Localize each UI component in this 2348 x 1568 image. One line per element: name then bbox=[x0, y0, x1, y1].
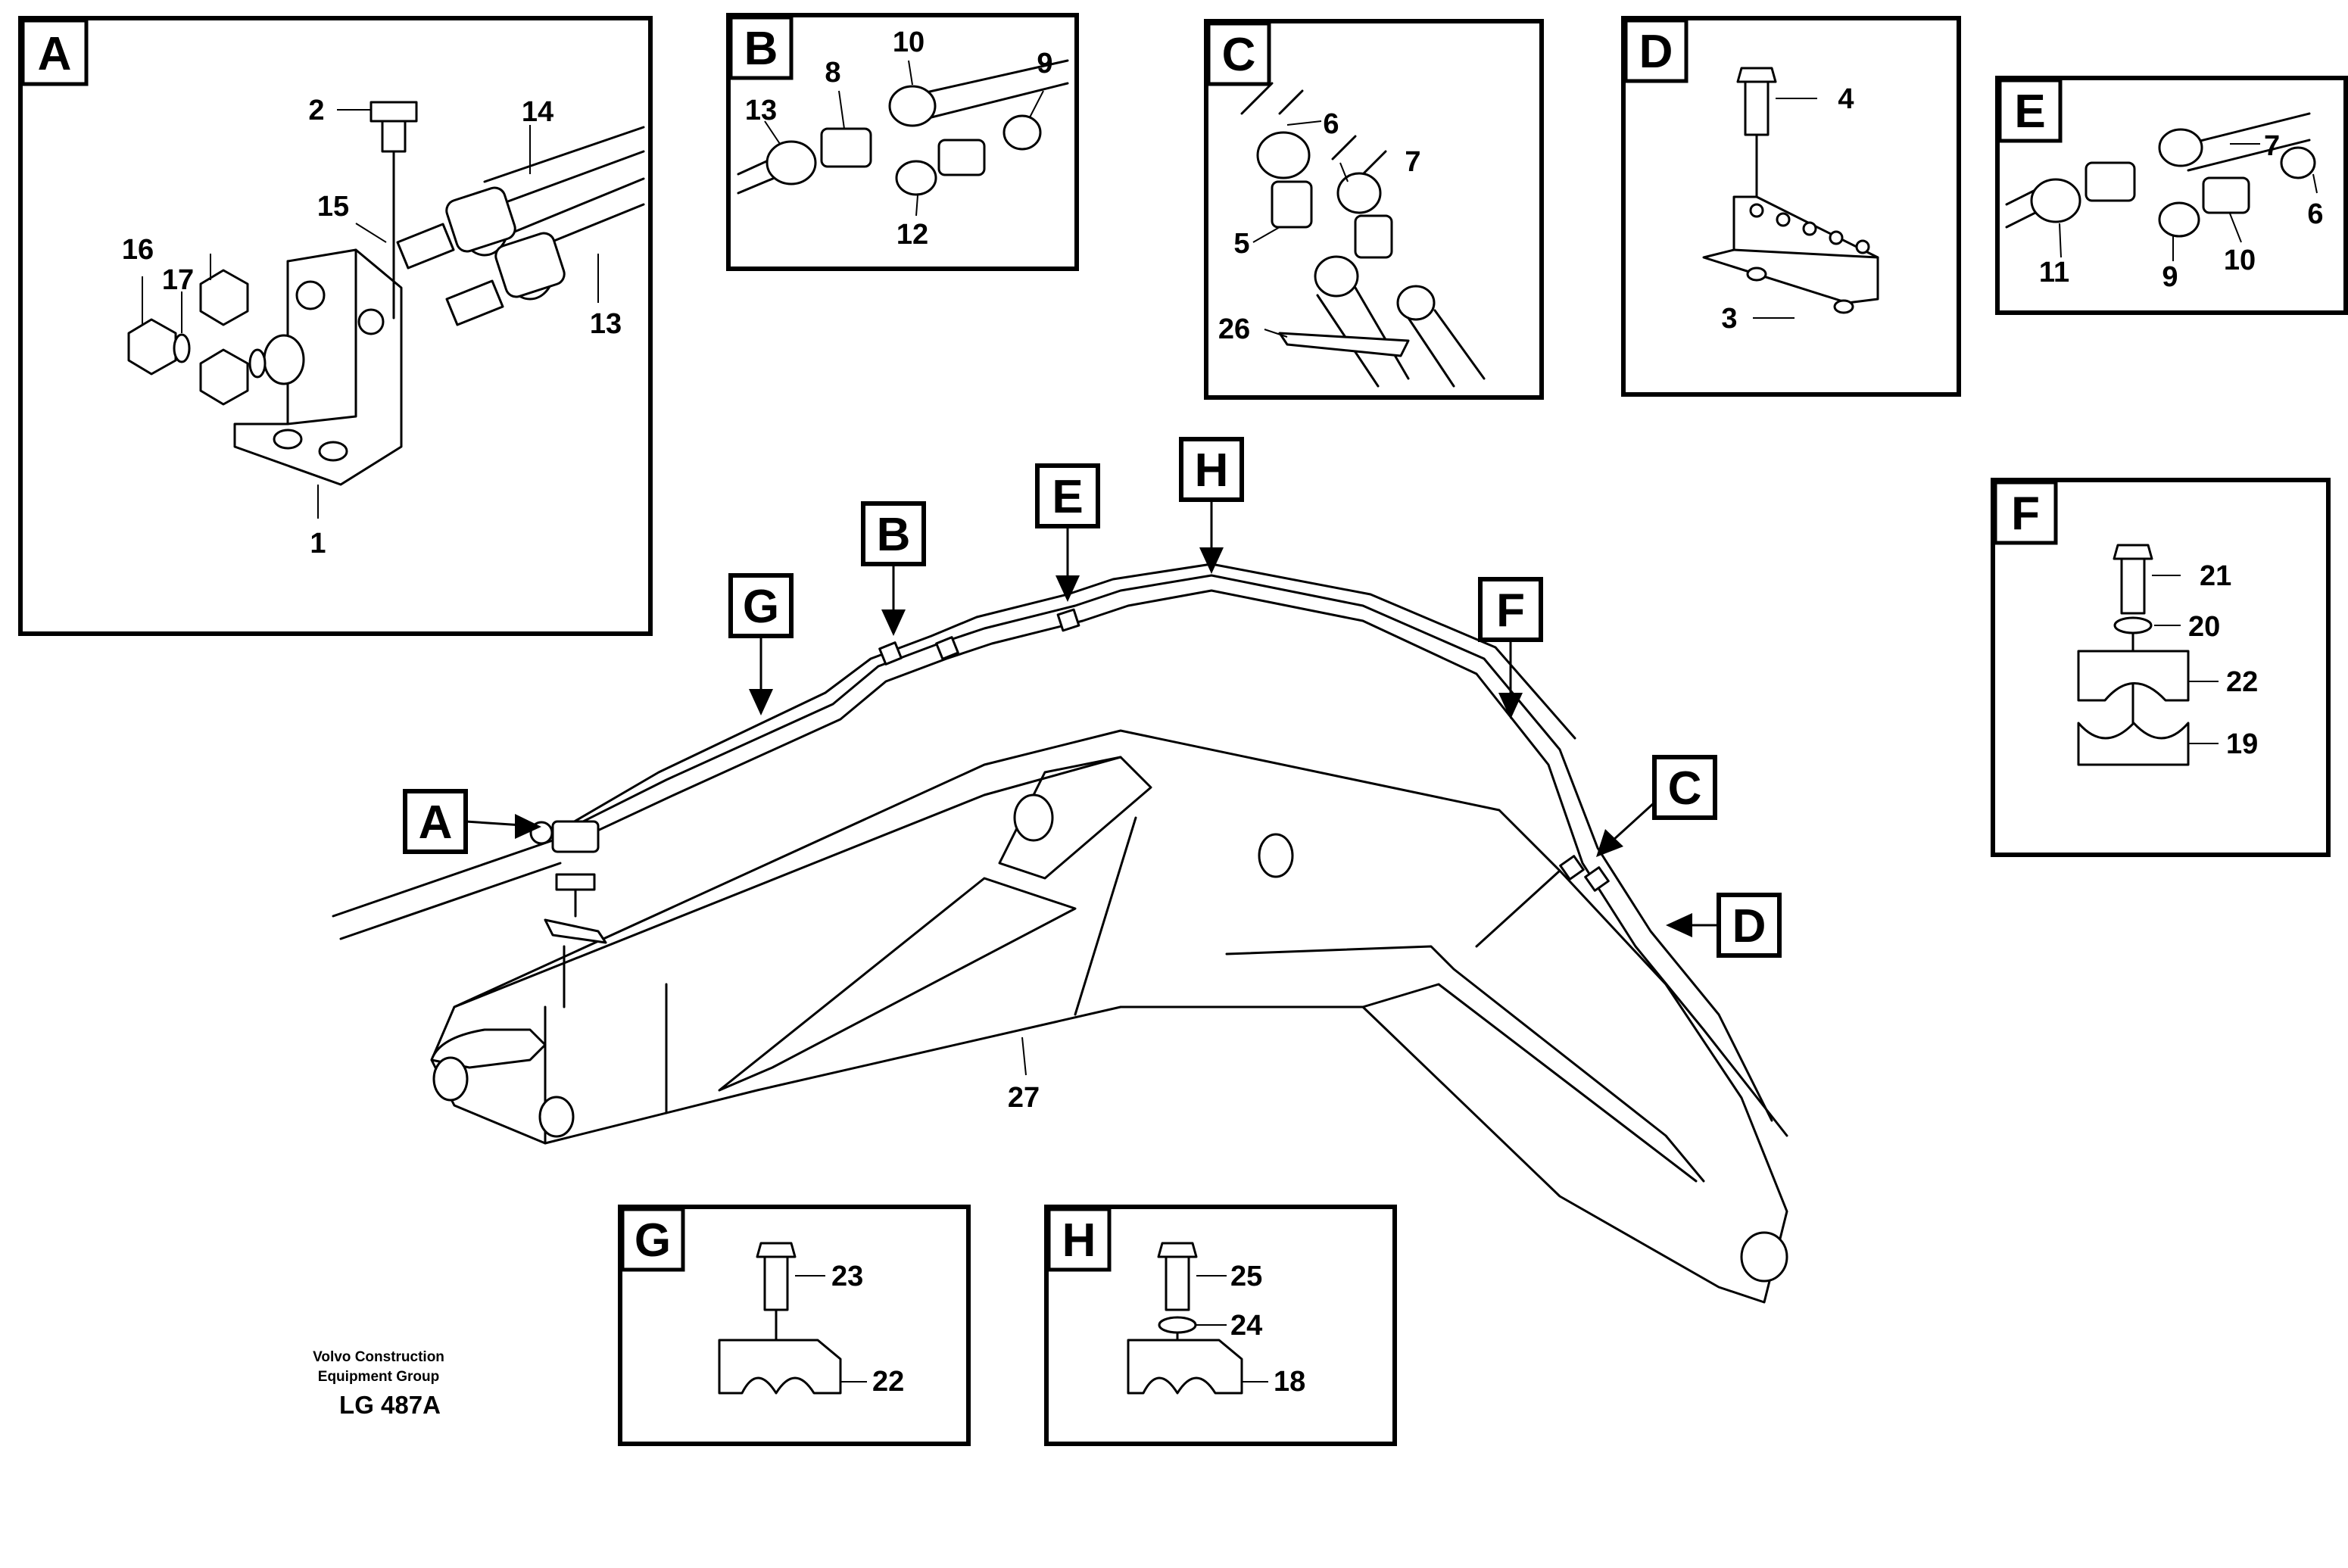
main-callout-b: B bbox=[861, 501, 926, 636]
callout-a-16: 17 bbox=[162, 264, 194, 296]
callout-letter: F bbox=[1496, 584, 1525, 637]
callout-d-4: 4 bbox=[1838, 83, 1854, 115]
callout-a-1: 1 bbox=[310, 528, 326, 560]
callout-a-12: 13 bbox=[590, 308, 622, 340]
callout-letter: D bbox=[1732, 900, 1766, 952]
detail-panel-g: G 23 22 bbox=[618, 1205, 971, 1446]
callout-a-14: 15 bbox=[317, 191, 349, 223]
panel-letter-b: B bbox=[744, 23, 778, 75]
callout-f-21: 21 bbox=[2200, 560, 2231, 592]
callout-c-7: 7 bbox=[1405, 146, 1420, 178]
detail-panel-d: D 4 3 bbox=[1621, 16, 1961, 397]
main-callout-h: H bbox=[1179, 437, 1244, 574]
detail-panel-f: F 21 20 22 19 bbox=[1991, 478, 2331, 857]
callout-letter: H bbox=[1195, 444, 1229, 497]
panel-letter-a: A bbox=[38, 28, 72, 80]
callout-letter: G bbox=[743, 581, 779, 633]
drawing-code: LG 487A bbox=[339, 1391, 441, 1419]
callout-h-24: 24 bbox=[1230, 1310, 1262, 1342]
callout-main-27: 27 bbox=[1008, 1082, 1040, 1114]
company-line-2: Equipment Group bbox=[318, 1369, 439, 1385]
callout-b-10: 10 bbox=[893, 26, 925, 58]
company-line-1: Volvo Construction bbox=[313, 1349, 444, 1365]
callout-a-2: 2 bbox=[308, 95, 324, 126]
callout-b-8: 8 bbox=[825, 57, 840, 89]
callout-e-9: 9 bbox=[2162, 261, 2178, 293]
main-callout-e: E bbox=[1035, 463, 1100, 602]
callout-g-22: 22 bbox=[872, 1366, 904, 1398]
panel-letter-h: H bbox=[1062, 1214, 1096, 1267]
callout-c-6: 6 bbox=[1323, 108, 1339, 140]
panel-letter-c: C bbox=[1222, 29, 1256, 81]
callout-letter: C bbox=[1668, 762, 1702, 815]
callout-letter: B bbox=[877, 509, 911, 561]
callout-e-11: 10 bbox=[2224, 245, 2256, 276]
detail-panel-b: B 13 8 10 9 12 bbox=[726, 13, 1079, 271]
callout-f-22: 22 bbox=[2226, 666, 2258, 698]
callout-h-25: 25 bbox=[1230, 1261, 1262, 1292]
callout-b-12: 13 bbox=[745, 95, 777, 126]
panel-letter-g: G bbox=[635, 1214, 671, 1267]
callout-h-18: 18 bbox=[1274, 1366, 1305, 1398]
main-callout-a: A bbox=[403, 789, 541, 854]
callout-letter: A bbox=[419, 796, 453, 849]
main-callout-d: D bbox=[1666, 893, 1782, 958]
panel-letter-d: D bbox=[1639, 26, 1673, 78]
callout-b-13: 12 bbox=[896, 219, 928, 251]
callout-e-6: 6 bbox=[2307, 198, 2323, 230]
callout-e-7: 7 bbox=[2264, 130, 2280, 162]
callout-letter: E bbox=[1052, 471, 1083, 523]
callout-b-9: 9 bbox=[1037, 48, 1052, 79]
callout-f-19: 19 bbox=[2226, 728, 2258, 760]
main-callout-c: C bbox=[1596, 755, 1717, 857]
callout-c-26: 26 bbox=[1218, 313, 1250, 345]
callout-f-20: 20 bbox=[2188, 611, 2220, 643]
detail-panel-e: E 7 6 11 9 10 bbox=[1995, 76, 2348, 315]
panel-letter-f: F bbox=[2011, 488, 2040, 540]
main-callout-g: G bbox=[728, 573, 794, 715]
panel-letter-e: E bbox=[2014, 86, 2045, 138]
callout-a-13: 14 bbox=[522, 96, 553, 128]
callout-a-15: 16 bbox=[122, 234, 154, 266]
boom-assembly: 27 bbox=[332, 563, 1788, 1304]
detail-panel-h: H 25 24 18 bbox=[1044, 1205, 1397, 1446]
callout-e-10: 11 bbox=[2039, 257, 2069, 288]
detail-panel-c: C 6 7 5 26 bbox=[1204, 19, 1544, 400]
main-callout-f: F bbox=[1478, 577, 1543, 719]
detail-panel-a: A 2 14 15 16 17 13 bbox=[18, 16, 653, 636]
callout-d-3: 3 bbox=[1721, 303, 1737, 335]
footer-credit: Volvo Construction Equipment Group LG 48… bbox=[313, 1349, 444, 1419]
callout-g-23: 23 bbox=[831, 1261, 863, 1292]
callout-c-5: 5 bbox=[1233, 228, 1249, 260]
